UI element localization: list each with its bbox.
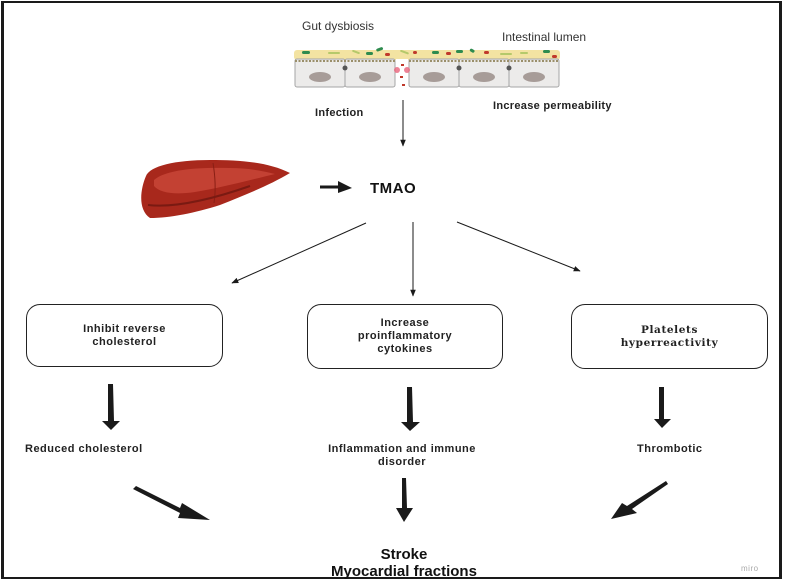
epithelial-cells xyxy=(294,58,560,88)
outcome-thrombotic: Thrombotic xyxy=(637,443,703,456)
gut-dysbiosis-label: Gut dysbiosis xyxy=(302,19,375,33)
outcome-reduced-cholesterol: Reduced cholesterol xyxy=(25,443,143,456)
tight-junction-icon xyxy=(342,65,512,71)
leaky-gap xyxy=(394,59,410,87)
liver-icon xyxy=(141,160,290,218)
nucleus-icon xyxy=(309,72,545,82)
outcome-inflammation-immune-disorder: Inflammation and immune disorder xyxy=(290,443,514,469)
box-line: cytokines xyxy=(377,343,433,355)
bacteria-icon xyxy=(302,47,557,58)
box-inhibit-reverse-cholesterol: Inhibit reverse cholesterol xyxy=(26,304,223,367)
box-platelets-hyperreactivity: Platelets hyperreactivity xyxy=(571,304,768,369)
increase-permeability-label: Increase permeability xyxy=(493,100,612,112)
arrow-tmao-to-platelets xyxy=(456,221,581,272)
box-increase-proinflammatory-cytokines: Increase proinflammatory cytokines xyxy=(307,304,503,369)
outcome-line: disorder xyxy=(377,456,426,468)
infection-label: Infection xyxy=(315,107,364,119)
arrow-reduced-cholesterol-to-stroke xyxy=(133,486,210,520)
arrow-platelets-down xyxy=(654,387,671,428)
tmao-label: TMAO xyxy=(370,180,417,197)
miro-watermark: miro xyxy=(741,564,759,573)
arrow-cholesterol-down xyxy=(102,384,120,430)
outcome-line: Inflammation and immune xyxy=(328,443,476,455)
box-line: cholesterol xyxy=(92,335,157,348)
arrow-cytokines-down xyxy=(401,387,420,431)
box-line: Platelets xyxy=(640,323,699,336)
arrow-tmao-to-cholesterol xyxy=(231,222,367,284)
box-line: Increase xyxy=(380,317,430,329)
box-line: Inhibit reverse xyxy=(83,322,166,335)
box-line: hyperreactivity xyxy=(620,336,719,349)
gut-epithelium-illustration xyxy=(294,47,560,88)
box-line: proinflammatory xyxy=(357,330,453,342)
arrow-inflammation-to-stroke xyxy=(396,478,413,522)
arrow-thrombotic-to-stroke xyxy=(611,481,668,519)
final-outcome: Stroke Myocardial fractions xyxy=(294,546,514,580)
outcome-line: Reduced cholesterol xyxy=(25,443,143,455)
final-line-stroke: Stroke xyxy=(380,546,428,563)
outcome-line: Thrombotic xyxy=(637,443,703,455)
final-line-myocardial: Myocardial fractions xyxy=(331,563,477,580)
intestinal-lumen-label: Intestinal lumen xyxy=(502,30,587,44)
arrow-liver-to-tmao xyxy=(320,181,352,193)
